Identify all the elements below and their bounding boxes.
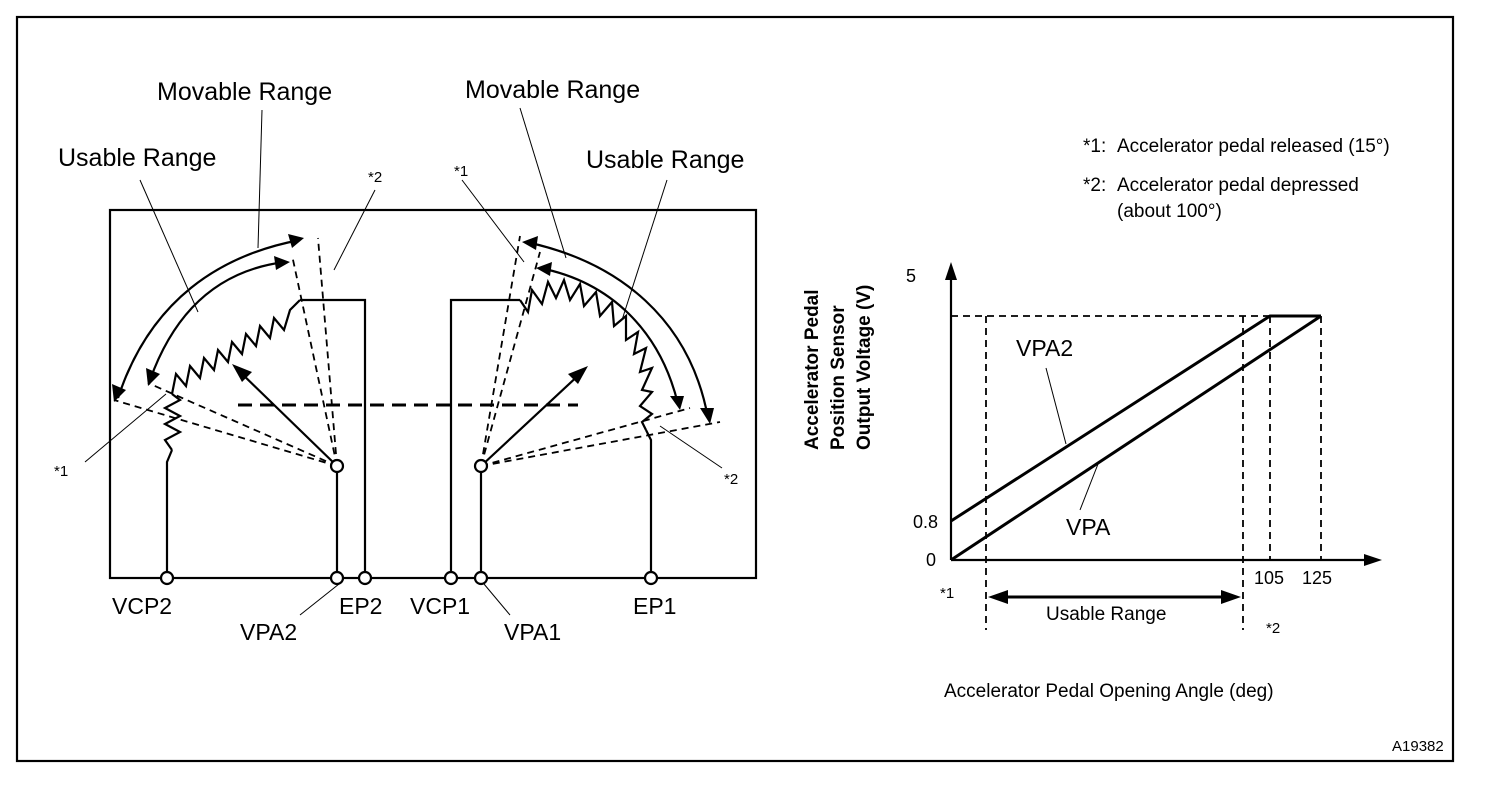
usable-arc1-head-b <box>670 396 684 410</box>
figure-frame <box>15 15 1455 763</box>
terminal-label-vpa1: VPA1 <box>504 619 561 645</box>
dash2-c <box>291 254 338 467</box>
usable-range-arrowhead-left <box>988 590 1008 604</box>
dash1-c <box>480 407 691 467</box>
movable-arc2 <box>116 238 301 399</box>
resistor1 <box>519 276 655 431</box>
series-label-vpa2: VPA2 <box>1016 335 1073 361</box>
leader-mark1-left <box>84 393 167 463</box>
usable-arc2-head-a <box>146 368 160 386</box>
sensor-housing <box>108 208 758 580</box>
leader-vpa2 <box>1045 367 1067 445</box>
dash2-b <box>147 382 338 467</box>
graph-ylabel-line3: Output Voltage (V) <box>854 285 875 450</box>
terminal-label-ep1: EP1 <box>633 593 676 619</box>
dash1-d <box>480 421 721 467</box>
y-tick-0: 0 <box>926 550 936 570</box>
dash1-b <box>480 251 541 467</box>
terminal-label-vcp1: VCP1 <box>410 593 470 619</box>
wiper1-arrow <box>480 371 583 467</box>
usable-arc1-head-a <box>536 262 552 276</box>
leader-vpa2 <box>299 583 340 616</box>
terminal-label-ep2: EP2 <box>339 593 382 619</box>
leader-mark2-left <box>333 189 376 271</box>
note2-text-cont: (about 100°) <box>1117 201 1222 222</box>
vcp2-wire <box>165 449 174 578</box>
voltage-graph: Accelerator Pedal Position Sensor Output… <box>802 262 1382 702</box>
leader-mark1-right <box>461 179 525 263</box>
dash1-a <box>480 235 521 467</box>
x-tick-125: 125 <box>1302 568 1332 588</box>
graph-usable-range-label: Usable Range <box>1046 604 1166 625</box>
terminal-ep2 <box>357 570 373 586</box>
graph-ylabel-line1: Accelerator Pedal <box>802 289 823 450</box>
figure-id: A19382 <box>1392 738 1444 755</box>
series-vpa2-line <box>950 314 1321 523</box>
movable-range-label-left: Movable Range <box>157 78 332 106</box>
ep1-wire <box>645 429 653 578</box>
mark1-label-right: *1 <box>454 163 468 180</box>
terminal-ep1 <box>643 570 659 586</box>
movable-arc1 <box>525 240 710 419</box>
usable-arc2 <box>148 260 286 381</box>
y-axis-arrowhead <box>945 262 957 280</box>
dash2-a <box>113 399 338 467</box>
leader-usable-left <box>139 179 199 313</box>
leader-vpa1 <box>483 583 511 616</box>
pivot2 <box>329 458 345 474</box>
graph-ylabel-line2: Position Sensor <box>828 305 849 450</box>
y-tick-0-8: 0.8 <box>913 512 938 532</box>
movable-arc2-head-a <box>112 384 126 402</box>
usable-arc2-head-b <box>274 256 290 270</box>
movable-arc2-head-b <box>288 234 304 248</box>
y-tick-5: 5 <box>906 266 916 286</box>
movable-arc1-head-a <box>522 236 538 250</box>
wiper2-arrow <box>237 369 338 467</box>
series-vpa-line <box>950 314 1322 562</box>
leader-mark2-right <box>659 425 723 469</box>
terminal-vpa2 <box>329 570 345 586</box>
pivot1 <box>473 458 489 474</box>
leader-movable-left <box>257 109 263 249</box>
usable-arc1 <box>539 266 680 405</box>
wiper2-arrowhead <box>232 364 252 382</box>
series-label-vpa: VPA <box>1066 514 1111 540</box>
mark2-label-right: *2 <box>724 471 738 488</box>
x-tick-105: 105 <box>1254 568 1284 588</box>
usable-range-label-left: Usable Range <box>58 144 216 172</box>
wiper1-arrowhead <box>568 366 588 384</box>
graph-mark1: *1 <box>940 585 954 602</box>
note1-mark: *1: <box>1083 136 1106 157</box>
vcp1-wire <box>449 298 520 578</box>
graph-mark2: *2 <box>1266 620 1280 637</box>
leader-usable-right <box>621 179 668 321</box>
resistor2-lower <box>162 393 183 451</box>
usable-range-arrowhead-right <box>1221 590 1241 604</box>
movable-range-label-right: Movable Range <box>465 76 640 104</box>
dash2-d <box>317 237 338 467</box>
ep2-wire <box>300 298 367 578</box>
terminal-vcp2 <box>159 570 175 586</box>
graph-xlabel: Accelerator Pedal Opening Angle (deg) <box>944 681 1274 702</box>
resistor2-arc <box>170 299 301 395</box>
note2-mark: *2: <box>1083 175 1106 196</box>
note1-text: Accelerator pedal released (15°) <box>1117 136 1390 157</box>
terminal-label-vpa2: VPA2 <box>240 619 297 645</box>
terminal-label-vcp2: VCP2 <box>112 593 172 619</box>
x-axis-arrowhead <box>1364 554 1382 566</box>
terminal-vcp1 <box>443 570 459 586</box>
mark2-label-left: *2 <box>368 169 382 186</box>
mark1-label-left: *1 <box>54 463 68 480</box>
leader-vpa <box>1079 463 1099 511</box>
movable-arc1-head-b <box>700 408 714 424</box>
leader-movable-right <box>519 107 567 259</box>
note2-text: Accelerator pedal depressed <box>1117 175 1359 196</box>
usable-range-label-right: Usable Range <box>586 146 744 174</box>
terminal-vpa1 <box>473 570 489 586</box>
